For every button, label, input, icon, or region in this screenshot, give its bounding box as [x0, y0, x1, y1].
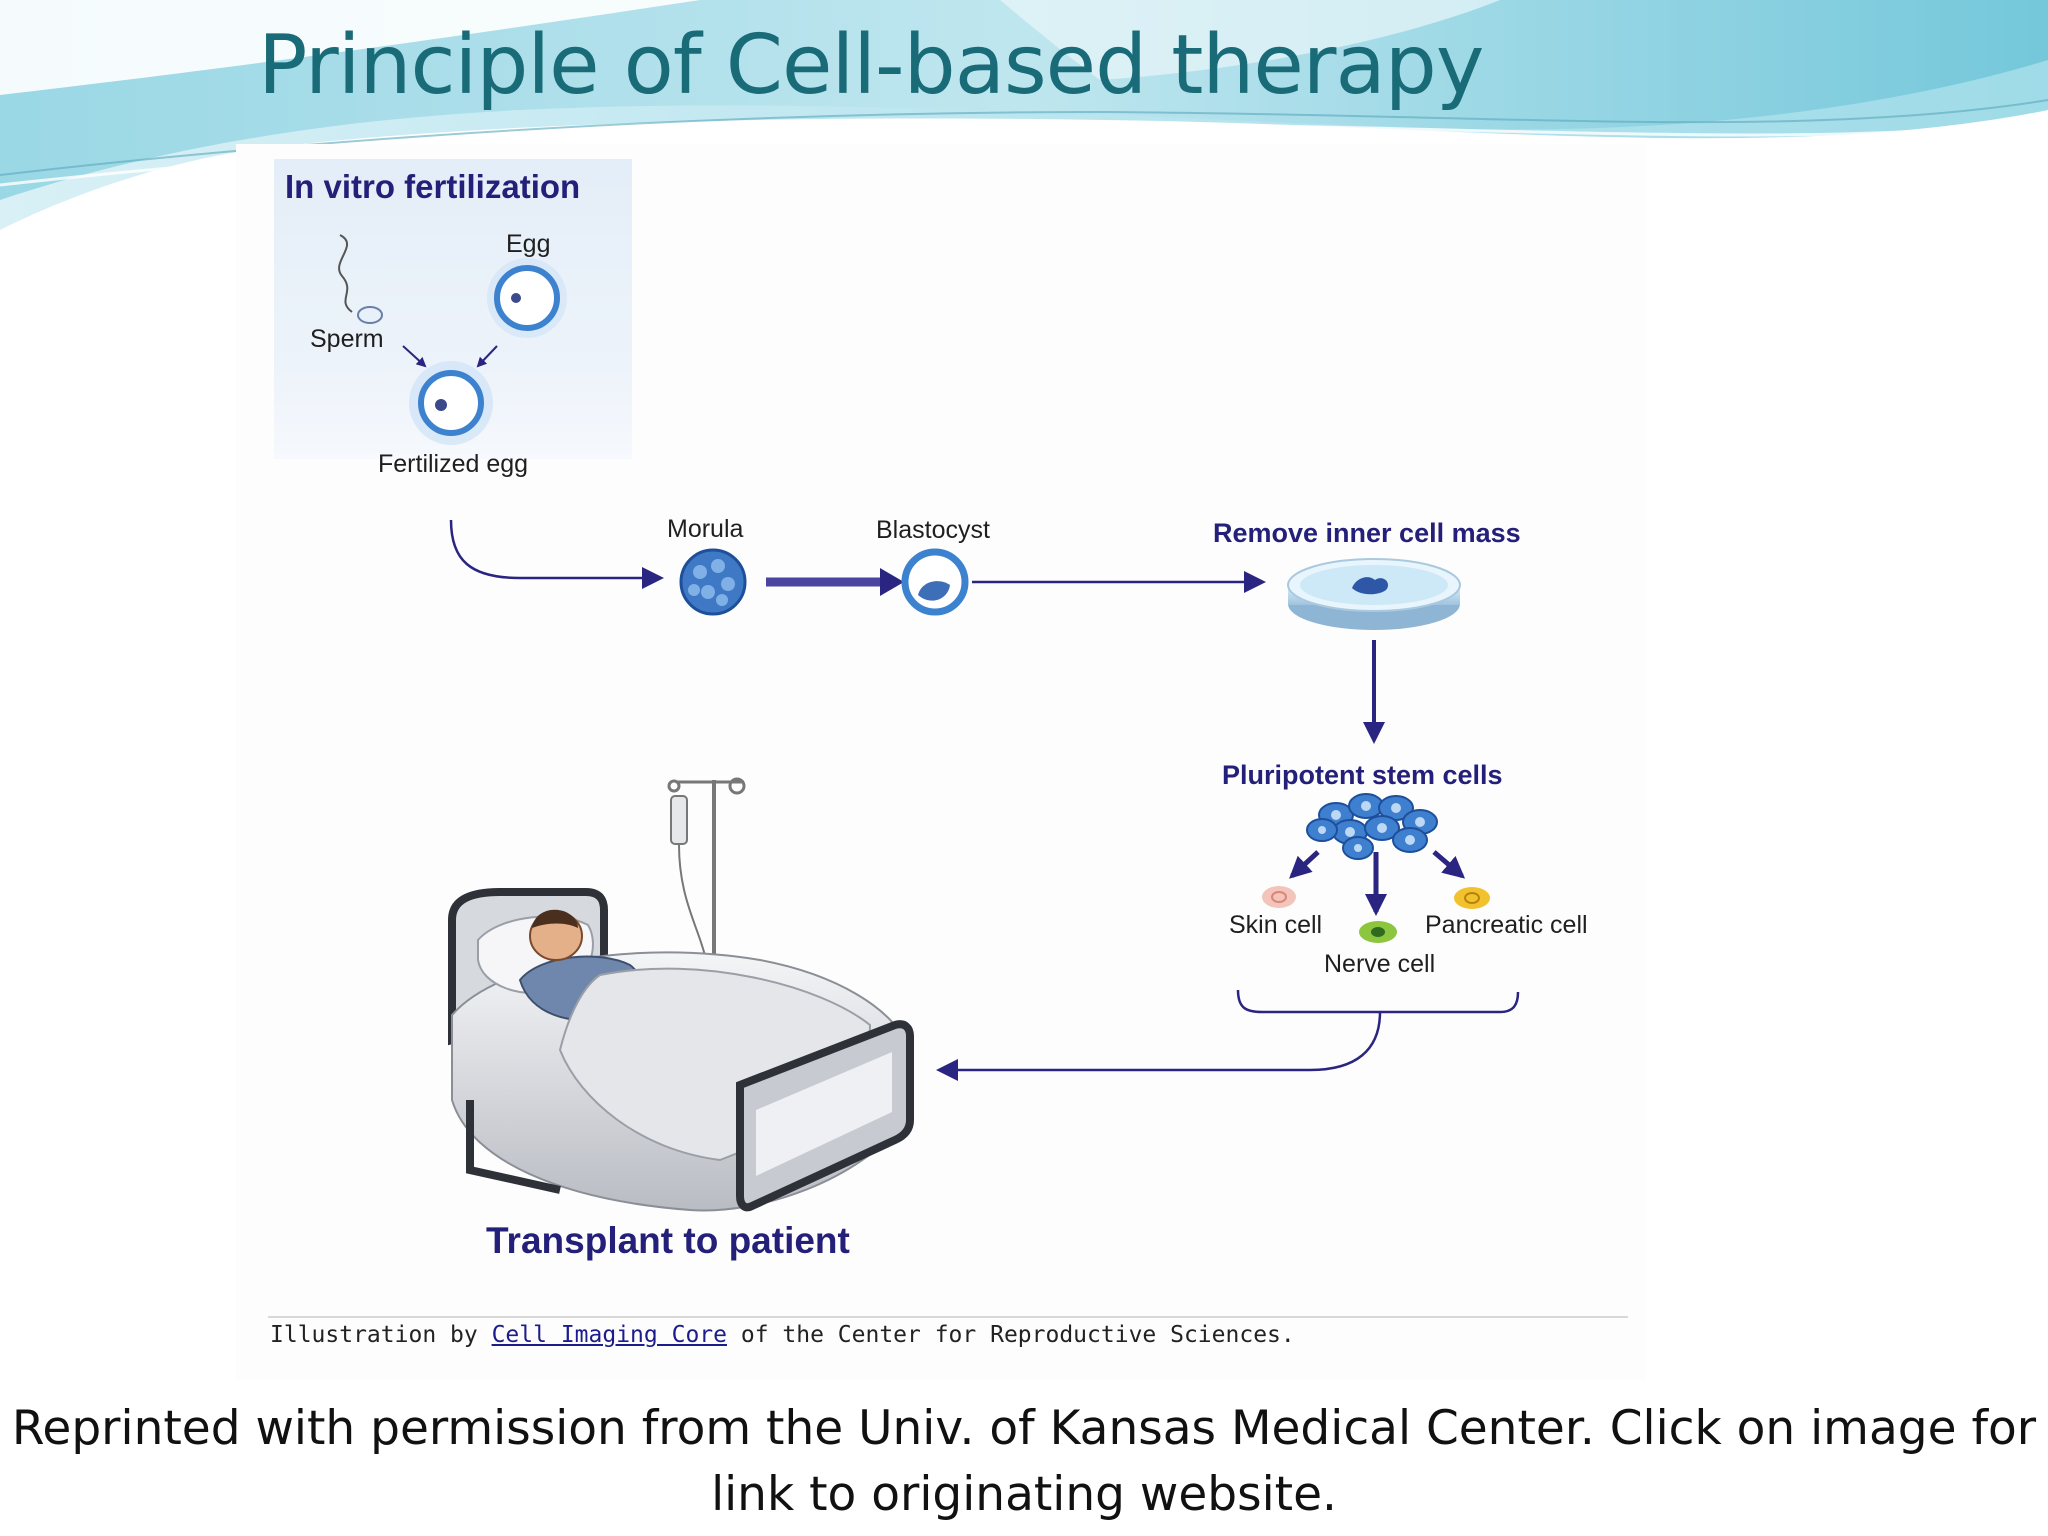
fertilized-egg-icon	[409, 361, 493, 445]
blastocyst-icon	[901, 548, 969, 616]
egg-icon	[487, 258, 567, 338]
blastocyst-label: Blastocyst	[876, 516, 990, 544]
morula-icon	[679, 548, 747, 616]
nerve-cell-icon	[1359, 921, 1397, 943]
skin-cell-icon	[1262, 886, 1296, 908]
sperm-icon	[338, 234, 383, 324]
egg-label: Egg	[506, 230, 551, 258]
pancreatic-cell-label: Pancreatic cell	[1425, 911, 1588, 939]
transplant-to-patient-label: Transplant to patient	[486, 1220, 850, 1261]
hospital-bed-illustration	[448, 888, 914, 1212]
arrow-to-blastocyst-head	[880, 568, 904, 596]
sperm-arrow	[402, 345, 427, 368]
cell-imaging-core-link[interactable]: Cell Imaging Core	[491, 1322, 727, 1348]
pancreatic-cell-icon	[1454, 887, 1490, 909]
pluripotent-stem-cells-label: Pluripotent stem cells	[1222, 760, 1503, 790]
cells-bracket	[1236, 989, 1520, 1014]
fertilized-egg-label: Fertilized egg	[378, 450, 529, 478]
egg-arrow	[476, 345, 498, 368]
skin-cell-label: Skin cell	[1229, 911, 1323, 939]
illustration-credit: Illustration by Cell Imaging Core of the…	[270, 1322, 1295, 1348]
nerve-cell-label: Nerve cell	[1324, 950, 1436, 978]
arrow-to-pancreatic-cell	[1432, 850, 1466, 879]
credit-divider	[268, 1316, 1628, 1318]
arrow-to-skin-cell	[1289, 850, 1320, 879]
slide-title: Principle of Cell-based therapy	[258, 18, 1484, 113]
arrow-to-patient	[936, 1011, 1382, 1081]
remove-inner-cell-mass-label: Remove inner cell mass	[1213, 518, 1521, 548]
arrow-to-morula	[449, 519, 664, 589]
morula-label: Morula	[667, 515, 744, 543]
ivf-heading: In vitro fertilization	[285, 168, 581, 205]
petri-dish-icon	[1287, 558, 1461, 630]
slide-caption: Reprinted with permission from the Univ.…	[11, 1401, 2037, 1522]
sperm-label: Sperm	[310, 325, 384, 353]
header-wave-decoration	[0, 0, 2048, 230]
credit-prefix: Illustration by	[270, 1322, 478, 1348]
credit-suffix: of the Center for Reproductive Sciences.	[740, 1322, 1295, 1348]
stem-cell-cluster-icon	[1306, 793, 1438, 860]
